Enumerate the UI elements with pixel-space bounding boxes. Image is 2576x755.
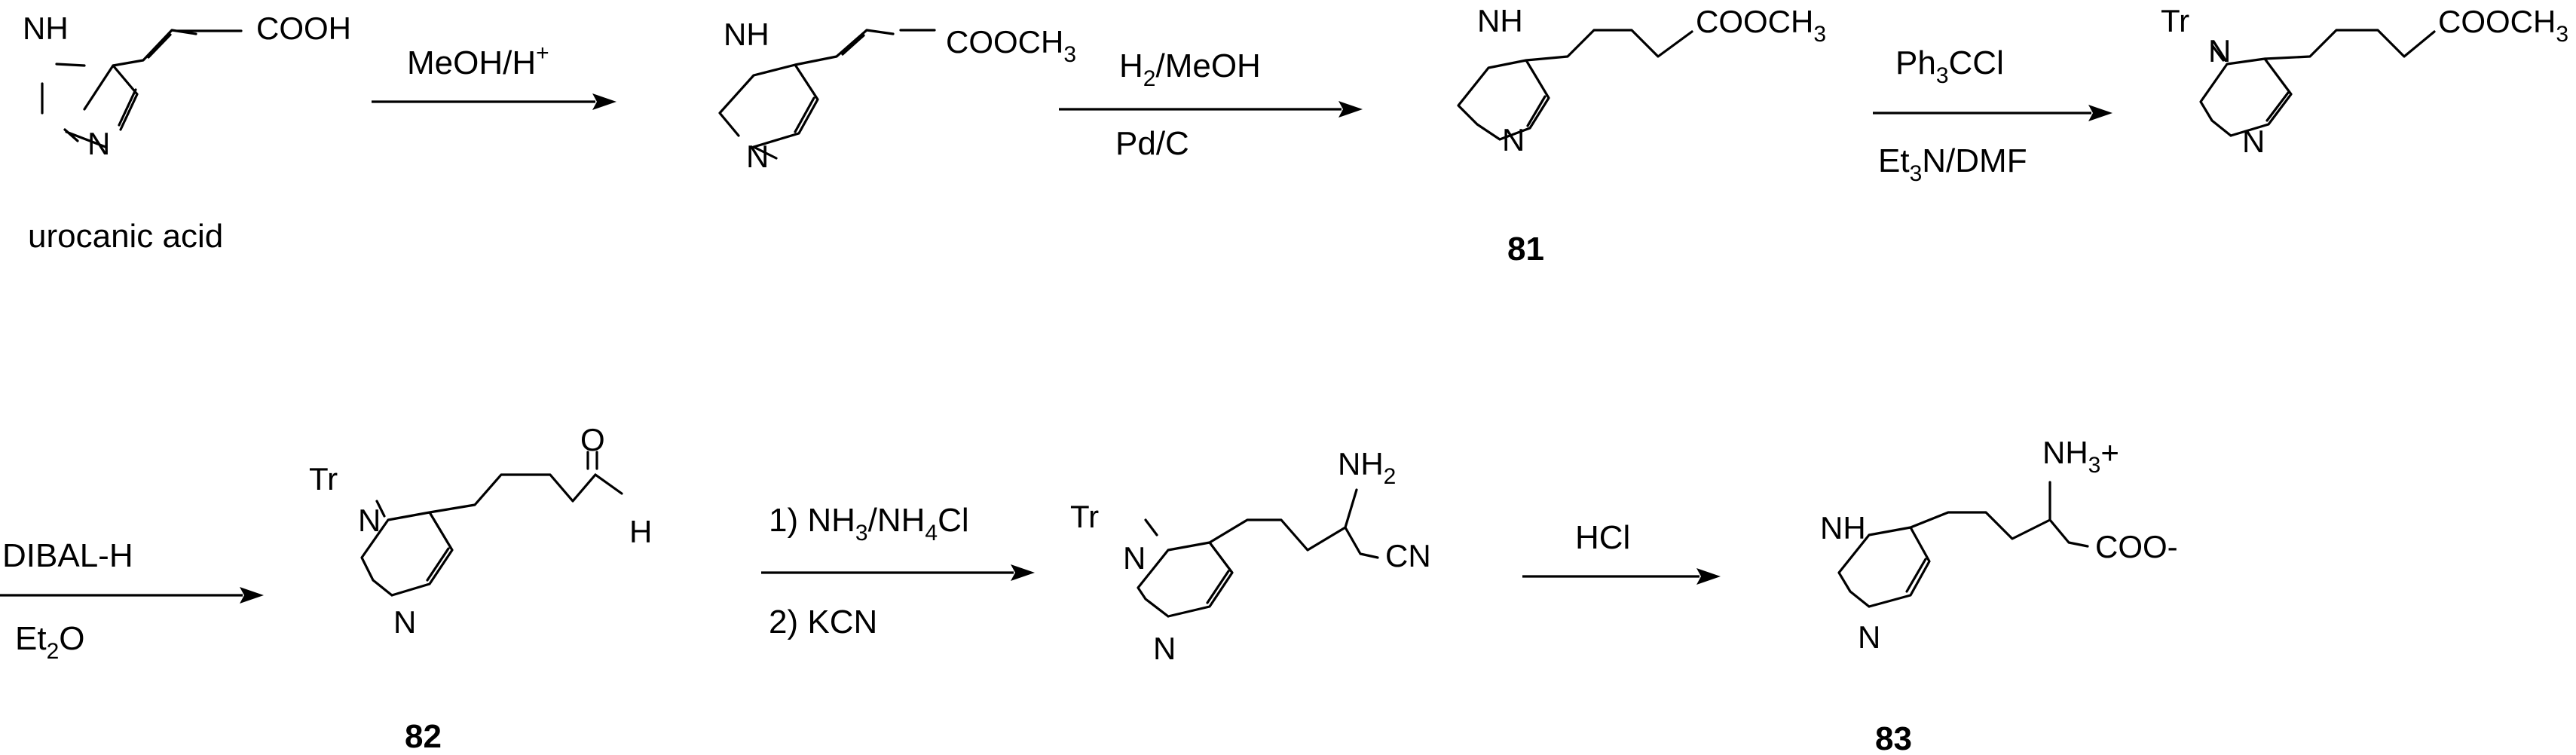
- reagent-h2-meoh: H2/MeOH: [1119, 47, 1261, 91]
- atom-nh-urocanic: NH: [23, 11, 69, 46]
- atom-n-83: N: [1858, 619, 1880, 655]
- atom-n-nitrile: N: [1153, 631, 1176, 666]
- reagent-hcl: HCl: [1575, 519, 1630, 556]
- atom-n-tr-nitrile: N: [1123, 540, 1146, 576]
- atom-nh3-plus: NH3+: [2042, 435, 2119, 478]
- atom-nh2: NH2: [1338, 446, 1396, 489]
- reagent-kcn: 2) KCN: [769, 604, 877, 640]
- compound-label-urocanic-acid: urocanic acid: [28, 218, 223, 255]
- atom-n-81: N: [1502, 122, 1525, 157]
- reagent-ph3ccl: Ph3CCl: [1895, 44, 2004, 88]
- structure-83: NH N NH3+ COO- 83: [1820, 435, 2178, 755]
- atom-n-82: N: [393, 604, 416, 640]
- atom-nh-83: NH: [1820, 510, 1866, 546]
- atom-cooch3-1: COOCH3: [946, 24, 1076, 67]
- atom-nh-81: NH: [1477, 3, 1523, 38]
- reaction-arrow-6: HCl: [1522, 519, 1721, 585]
- reagent-et2o: Et2O: [15, 620, 85, 664]
- structure-aminonitrile: Tr N N NH2 CN: [1070, 446, 1431, 666]
- reaction-arrow-1: MeOH/H+: [372, 41, 616, 110]
- atom-nh-methyl-urocanate: NH: [724, 17, 769, 52]
- atom-n-tr-ester: N: [2208, 33, 2231, 69]
- atom-cooh: COOH: [256, 11, 351, 46]
- atom-cooch3-ester: COOCH3: [2438, 4, 2568, 47]
- atom-coo-minus: COO-: [2095, 529, 2178, 564]
- structure-trityl-ester: Tr N N COOCH3: [2161, 3, 2568, 159]
- structure-urocanic-acid: NH N COOH urocanic acid: [23, 11, 351, 255]
- reagent-pd-c: Pd/C: [1115, 125, 1189, 162]
- atom-h-82: H: [629, 514, 652, 549]
- atom-o-82: O: [580, 422, 605, 457]
- reaction-arrow-5: 1) NH3/NH4Cl 2) KCN: [761, 502, 1035, 640]
- atom-n-urocanic: N: [87, 126, 110, 161]
- compound-label-82: 82: [405, 718, 442, 755]
- atom-tr-nitrile: Tr: [1070, 499, 1099, 534]
- atom-cooch3-81: COOCH3: [1696, 4, 1826, 47]
- reaction-arrow-2: H2/MeOH Pd/C: [1059, 47, 1363, 162]
- atom-tr-82: Tr: [309, 461, 338, 497]
- atom-tr-ester: Tr: [2161, 3, 2189, 38]
- structure-methyl-urocanate: NH N COOCH3: [718, 17, 1076, 174]
- atom-cn: CN: [1385, 538, 1431, 573]
- reaction-arrow-4: DIBAL-H Et2O: [0, 537, 264, 664]
- reagent-nh3-nh4cl: 1) NH3/NH4Cl: [769, 502, 969, 546]
- compound-label-83: 83: [1875, 720, 1912, 755]
- structure-82: Tr N N O H 82: [309, 422, 652, 755]
- reagent-meoh-h: MeOH/H+: [407, 41, 549, 81]
- structure-81: NH N COOCH3 81: [1457, 3, 1826, 267]
- atom-n-ester: N: [2242, 124, 2265, 159]
- reaction-arrow-3: Ph3CCl Et3N/DMF: [1873, 44, 2113, 186]
- atom-n-methyl-urocanate: N: [746, 139, 769, 174]
- atom-n-tr-82: N: [358, 503, 381, 538]
- reagent-dibal-h: DIBAL-H: [2, 537, 133, 574]
- compound-label-81: 81: [1507, 231, 1544, 267]
- reagent-et3n-dmf: Et3N/DMF: [1878, 142, 2027, 186]
